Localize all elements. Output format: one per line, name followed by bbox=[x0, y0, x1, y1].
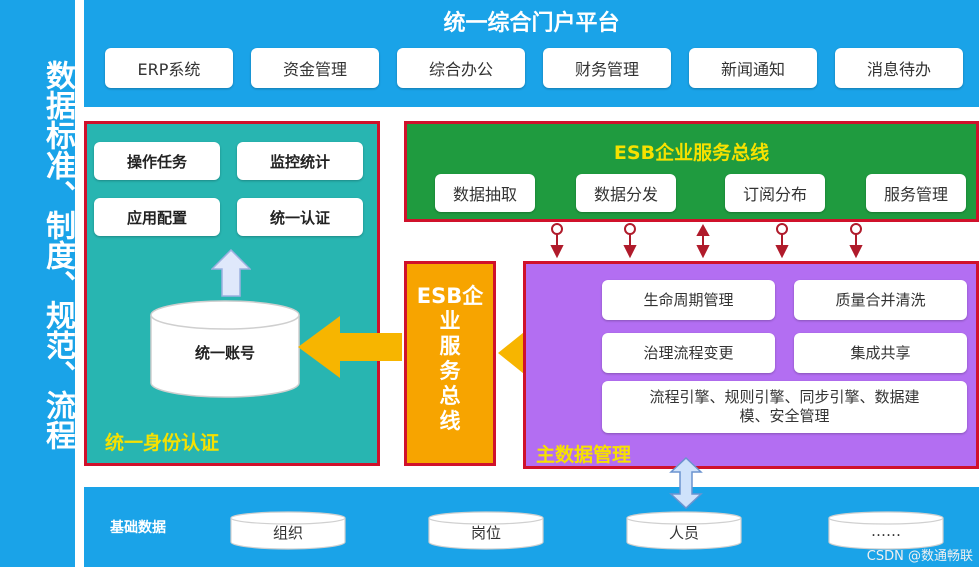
base-item-personnel[interactable]: 人员 bbox=[668, 524, 699, 542]
unified-account-label: 统一账号 bbox=[194, 344, 255, 362]
double-arrow-icon bbox=[669, 457, 703, 509]
base-item-org[interactable]: 组织 bbox=[272, 524, 303, 542]
watermark: CSDN @数通畅联 bbox=[866, 549, 973, 564]
mdm-item-quality[interactable]: 质量合并清洗 bbox=[794, 280, 967, 320]
connector-icon bbox=[849, 223, 863, 259]
connector-icon bbox=[775, 223, 789, 259]
base-item-more[interactable]: …… bbox=[871, 522, 901, 540]
account-database-icon bbox=[150, 300, 300, 398]
esb-item-distribute[interactable]: 数据分发 bbox=[576, 174, 676, 212]
connector-icon bbox=[623, 223, 637, 259]
ident-button-config[interactable]: 应用配置 bbox=[94, 198, 220, 236]
esb-vertical-text: ESB企业服务总线 bbox=[416, 284, 484, 433]
mdm-item-governance[interactable]: 治理流程变更 bbox=[602, 333, 775, 373]
up-arrow-icon bbox=[211, 249, 251, 297]
identity-auth-block: 操作任务 监控统计 应用配置 统一认证 统一账号 统一身份认证 bbox=[84, 121, 380, 466]
esb-item-extract[interactable]: 数据抽取 bbox=[435, 174, 535, 212]
portal-platform: 统一综合门户平台 ERP系统 资金管理 综合办公 财务管理 新闻通知 消息待办 bbox=[84, 0, 979, 107]
mdm-engines[interactable]: 流程引擎、规则引擎、同步引擎、数据建模、安全管理 bbox=[602, 381, 967, 433]
portal-item-news[interactable]: 新闻通知 bbox=[689, 48, 817, 88]
esb-connectors bbox=[550, 223, 863, 259]
esb-top-title: ESB企业服务总线 bbox=[613, 142, 770, 164]
connector-icon bbox=[550, 223, 564, 259]
base-item-post[interactable]: 岗位 bbox=[470, 524, 501, 542]
ident-button-auth[interactable]: 统一认证 bbox=[237, 198, 363, 236]
identity-auth-title: 统一身份认证 bbox=[105, 432, 220, 454]
ident-button-monitor[interactable]: 监控统计 bbox=[237, 142, 363, 180]
ident-button-task[interactable]: 操作任务 bbox=[94, 142, 220, 180]
portal-item-erp[interactable]: ERP系统 bbox=[105, 48, 233, 88]
esb-vertical-bus: ESB企业服务总线 bbox=[404, 261, 496, 466]
mdm-item-lifecycle[interactable]: 生命周期管理 bbox=[602, 280, 775, 320]
master-data-block: 生命周期管理 质量合并清洗 治理流程变更 集成共享 流程引擎、规则引擎、同步引擎… bbox=[523, 261, 979, 469]
esb-item-subscribe[interactable]: 订阅分布 bbox=[725, 174, 825, 212]
standards-sidebar: 数据标准、制度、规范、流程 bbox=[0, 0, 75, 567]
portal-item-office[interactable]: 综合办公 bbox=[397, 48, 525, 88]
base-cylinder-icon bbox=[626, 511, 742, 550]
base-data-bar: 基础数据 组织 岗位 人员 …… bbox=[84, 487, 979, 567]
portal-title: 统一综合门户平台 bbox=[443, 11, 620, 36]
connector-icon bbox=[696, 223, 710, 259]
base-cylinder-icon bbox=[428, 511, 544, 550]
portal-item-messages[interactable]: 消息待办 bbox=[835, 48, 963, 88]
left-arrow-icon bbox=[298, 316, 402, 378]
esb-item-service[interactable]: 服务管理 bbox=[866, 174, 966, 212]
portal-item-fund[interactable]: 资金管理 bbox=[251, 48, 379, 88]
mdm-item-integration[interactable]: 集成共享 bbox=[794, 333, 967, 373]
portal-item-finance[interactable]: 财务管理 bbox=[543, 48, 671, 88]
esb-top-block: ESB企业服务总线 数据抽取 数据分发 订阅分布 服务管理 bbox=[404, 121, 979, 222]
standards-sidebar-text: 数据标准、制度、规范、流程 bbox=[40, 60, 75, 450]
base-data-label: 基础数据 bbox=[110, 520, 166, 536]
base-cylinder-icon bbox=[828, 511, 944, 550]
master-data-title: 主数据管理 bbox=[536, 444, 632, 466]
base-cylinder-icon bbox=[230, 511, 346, 550]
